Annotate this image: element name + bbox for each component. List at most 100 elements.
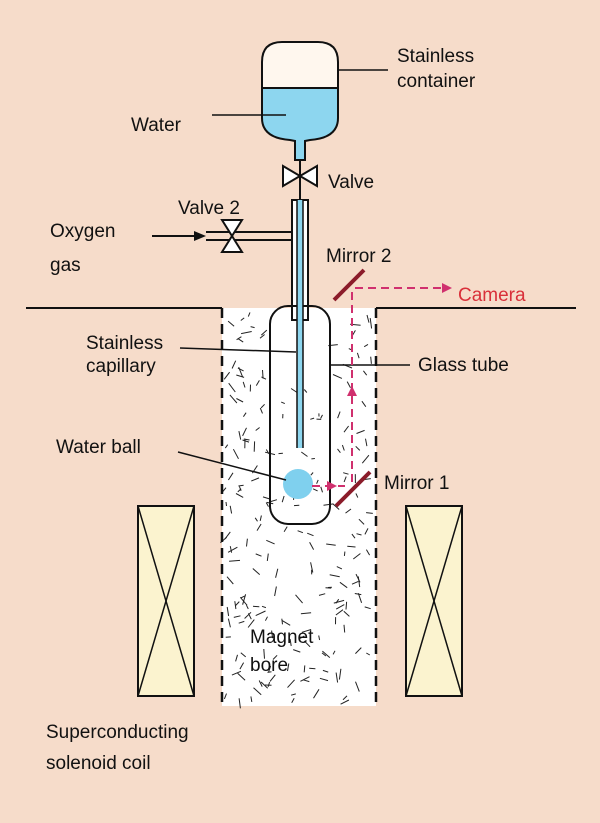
bore-speckle xyxy=(261,605,267,609)
label-magnet-1: Magnet xyxy=(250,627,314,648)
bore-speckle xyxy=(287,663,290,672)
bore-speckle xyxy=(235,654,238,662)
bore-speckle xyxy=(242,439,250,443)
bore-speckle xyxy=(323,503,334,506)
label-water: Water xyxy=(131,115,181,136)
bore-speckle xyxy=(236,398,244,403)
bore-speckle xyxy=(339,581,348,589)
bore-speckle xyxy=(272,654,278,660)
bore-speckle xyxy=(263,648,265,659)
bore-speckle xyxy=(302,679,310,683)
bore-speckle xyxy=(237,672,246,681)
bore-speckle xyxy=(309,541,315,550)
bore-speckle xyxy=(299,635,305,639)
bore-speckle xyxy=(227,320,235,327)
bore-speckle xyxy=(337,411,341,419)
bore-speckle xyxy=(261,376,267,380)
bore-speckle xyxy=(275,568,279,578)
bore-speckle xyxy=(333,599,345,604)
bore-speckle xyxy=(336,566,343,570)
bore-speckle xyxy=(297,530,304,534)
bore-speckle xyxy=(233,615,241,618)
bore-speckle xyxy=(255,553,262,557)
bore-speckle xyxy=(281,618,283,625)
bore-speckle xyxy=(343,476,347,483)
bore-speckle xyxy=(247,619,255,628)
bore-speckle xyxy=(366,652,371,656)
bore-speckle xyxy=(229,505,233,514)
bore-speckle xyxy=(332,503,340,510)
bore-speckle xyxy=(269,674,276,682)
bore-speckle xyxy=(303,665,306,673)
bore-speckle xyxy=(355,573,361,583)
bore-speckle xyxy=(235,493,244,498)
bore-speckle xyxy=(313,689,320,699)
bore-speckle xyxy=(238,484,244,487)
bore-speckle xyxy=(341,444,345,451)
bore-speckle xyxy=(237,367,244,372)
bore-speckle xyxy=(259,334,265,339)
bore-speckle xyxy=(352,553,361,560)
bore-speckle xyxy=(300,676,310,682)
bore-speckle xyxy=(266,553,269,561)
bore-speckle xyxy=(246,538,248,547)
tube-speckle xyxy=(310,417,315,420)
bore-speckle xyxy=(242,427,247,437)
label-magnet-2: bore xyxy=(250,655,289,676)
tube-speckle xyxy=(301,451,308,457)
label-oxygen-1: Oxygen xyxy=(50,221,116,242)
bore-speckle xyxy=(232,448,239,460)
water-ball xyxy=(283,469,313,499)
bore-speckle xyxy=(322,669,329,673)
bore-speckle xyxy=(226,576,234,585)
bore-speckle xyxy=(287,679,295,688)
coil-right xyxy=(405,505,463,697)
bore-speckle xyxy=(256,523,262,531)
bore-speckle xyxy=(258,680,263,687)
tube-speckle xyxy=(312,488,318,492)
bore-speckle xyxy=(228,382,236,393)
bore-speckle xyxy=(300,612,312,615)
oxygen-arrow-head xyxy=(194,231,206,241)
bore-speckle xyxy=(227,618,231,628)
label-oxygen-2: gas xyxy=(50,255,81,276)
tube-speckle xyxy=(281,401,285,405)
bore-speckle xyxy=(358,518,365,525)
bore-speckle xyxy=(369,318,373,329)
bore-speckle xyxy=(255,427,260,431)
water-ball-leader xyxy=(177,451,287,481)
bore-speckle xyxy=(227,546,238,553)
bore-speckle xyxy=(357,593,363,603)
label-mirror2: Mirror 2 xyxy=(326,246,392,267)
bore-speckle xyxy=(351,533,356,539)
bore-speckle xyxy=(304,640,311,648)
bore-speckle xyxy=(240,595,245,599)
bore-speckle xyxy=(346,381,351,388)
bore-speckle xyxy=(245,604,249,610)
bore-speckle xyxy=(283,526,288,532)
bore-speckle xyxy=(229,559,241,562)
label-valve: Valve xyxy=(328,172,375,193)
bore-speckle xyxy=(255,610,266,617)
bore-speckle xyxy=(260,403,265,409)
bore-speckle xyxy=(356,533,362,536)
bore-speckle xyxy=(265,449,270,455)
bore-speckle xyxy=(237,338,244,343)
bore-speckle xyxy=(227,472,234,481)
water-reservoir xyxy=(261,87,339,161)
bore-speckle xyxy=(354,593,362,596)
bore-speckle xyxy=(355,493,359,498)
bore-speckle xyxy=(321,652,327,657)
bore-speckle xyxy=(240,317,245,321)
bore-speckle xyxy=(260,329,268,336)
tube-speckle xyxy=(320,486,323,493)
bore-speckle xyxy=(242,594,247,605)
beam-arrow-2 xyxy=(347,386,357,396)
bore-speckle xyxy=(224,444,229,449)
bore-speckle xyxy=(241,331,252,335)
bore-speckle xyxy=(242,381,246,388)
bore-speckle xyxy=(242,412,247,417)
label-capillary-1: Stainless xyxy=(86,333,164,354)
